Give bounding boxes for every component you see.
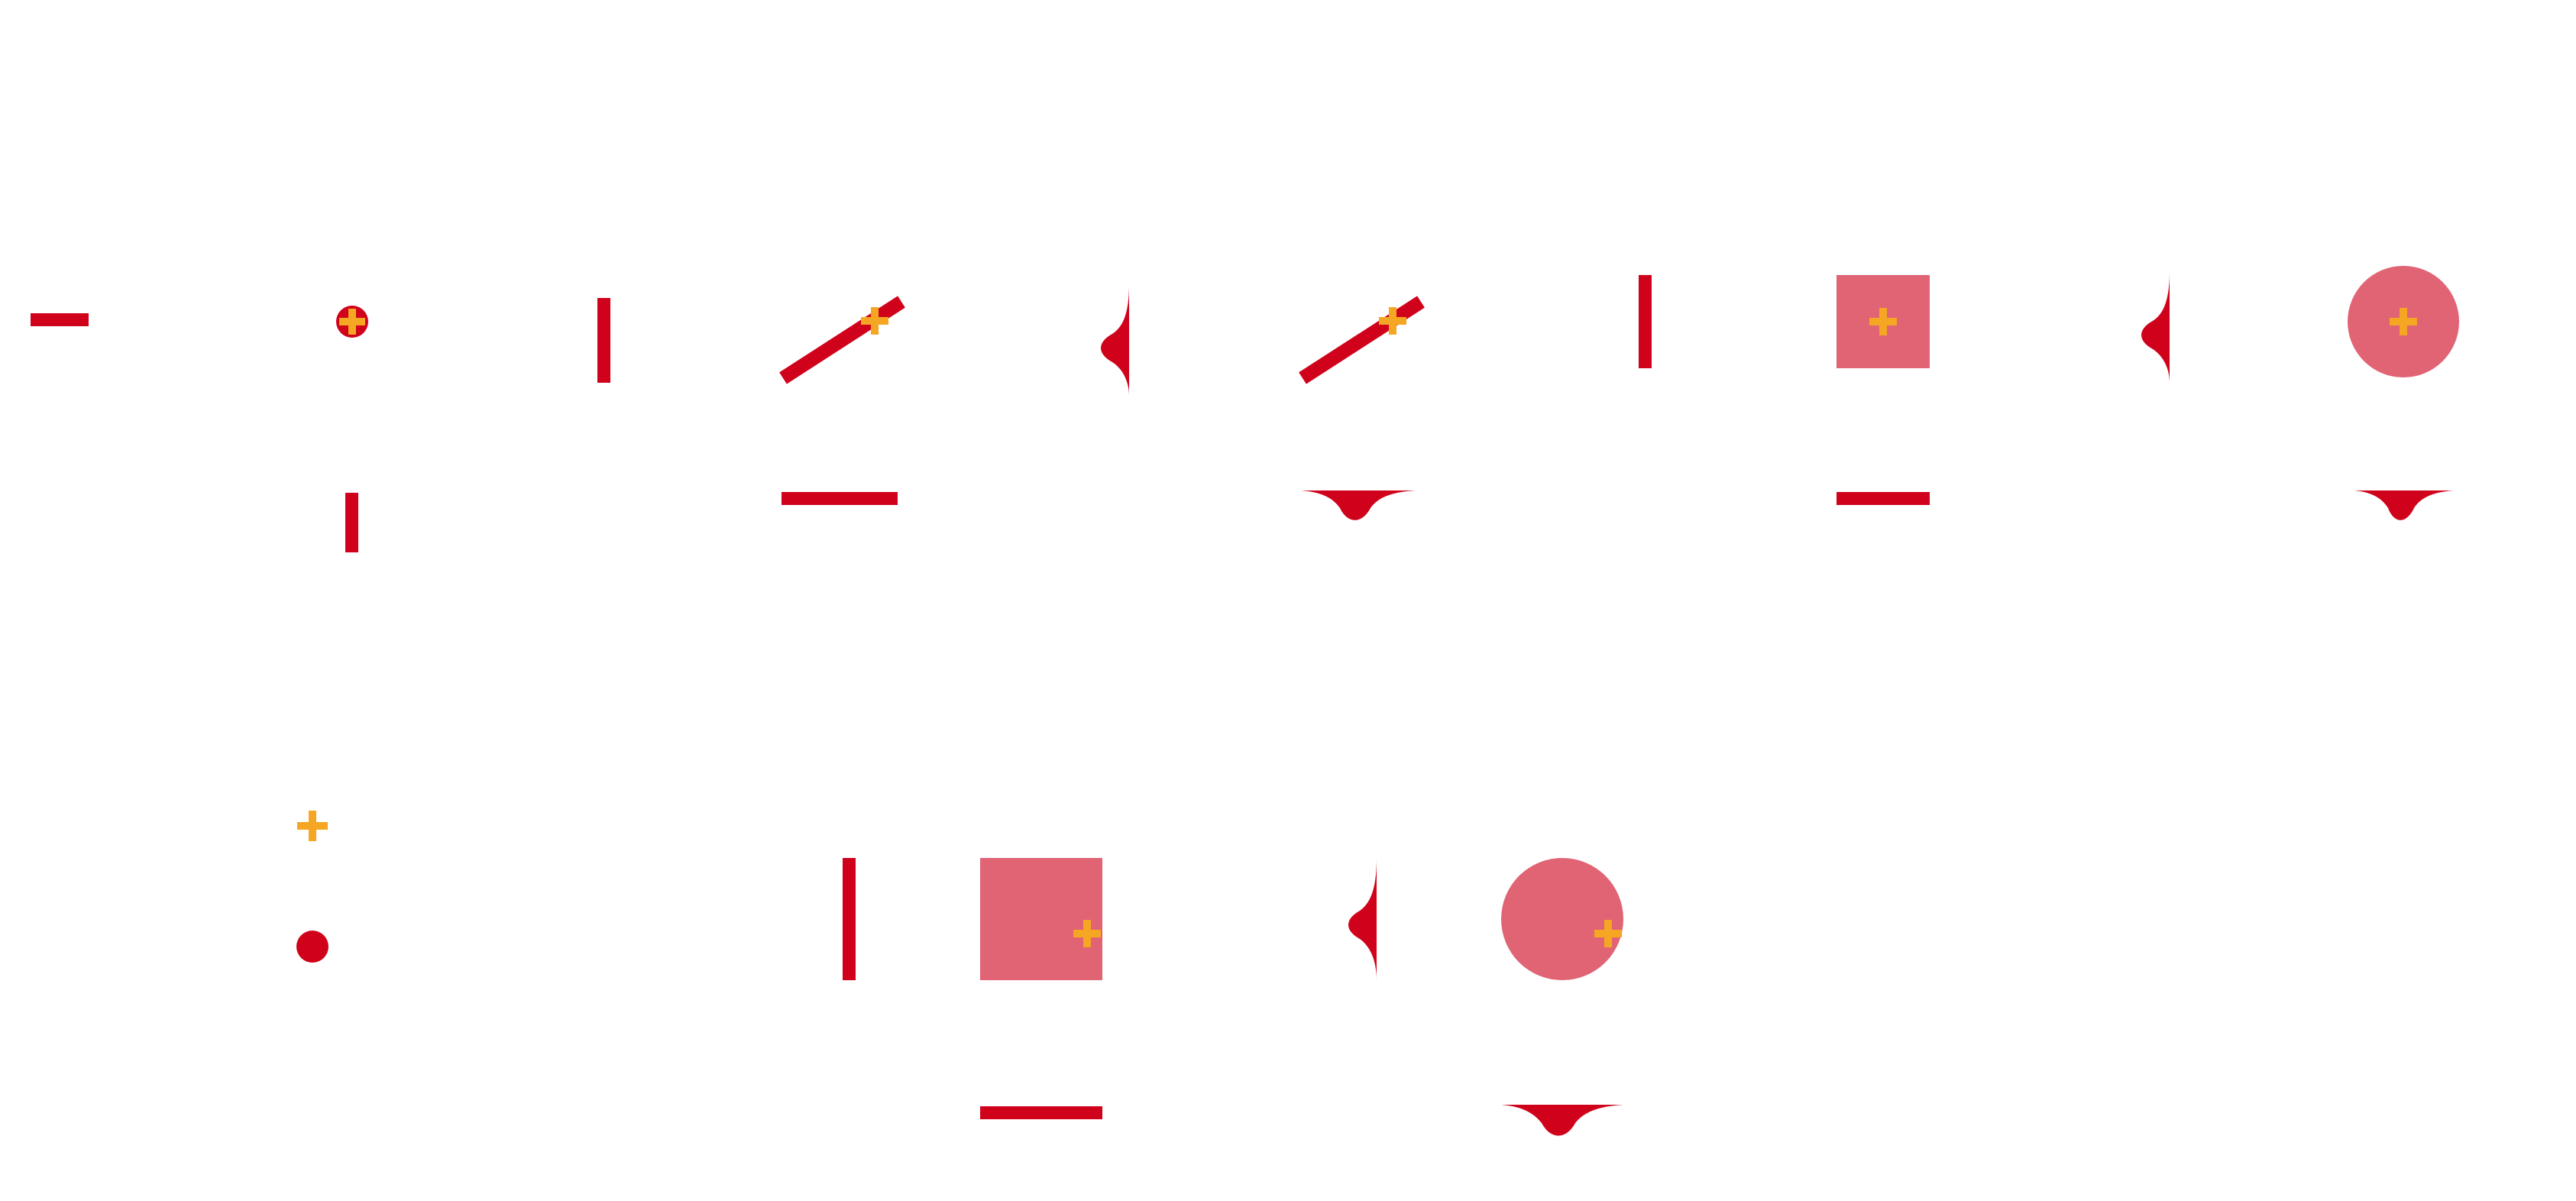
symbol-row-2: [345, 490, 2454, 552]
horizontal-bar-icon: [782, 492, 898, 505]
circle-with-plus-icon: [1501, 858, 1623, 980]
right-half-bell-icon: [2141, 271, 2170, 383]
dot-with-plus-icon: [336, 306, 368, 338]
diagonal-bar-with-plus-icon: [779, 296, 905, 384]
horizontal-bar-icon: [1837, 492, 1930, 505]
vertical-bar-icon: [1639, 275, 1652, 368]
symbol-row-3: [296, 811, 1623, 1136]
bottom-bell-icon: [1501, 1105, 1623, 1136]
symbol-row-1: [31, 266, 2459, 396]
horizontal-bar-icon: [980, 1106, 1102, 1119]
horizontal-bar-icon: [31, 313, 89, 326]
square-with-plus-icon: [980, 858, 1102, 980]
plus-icon: [297, 811, 328, 841]
vertical-bar-icon: [597, 298, 610, 383]
bottom-bell-icon: [2354, 490, 2454, 520]
square-with-plus-icon: [1837, 275, 1930, 368]
dot-icon: [296, 931, 328, 963]
circle-with-plus-icon: [2348, 266, 2459, 377]
vertical-bar-icon: [345, 493, 358, 552]
right-half-bell-icon: [1101, 284, 1129, 396]
vertical-bar-icon: [843, 858, 856, 980]
bottom-bell-icon: [1301, 490, 1416, 520]
right-half-bell-icon: [1348, 858, 1377, 980]
diagonal-bar-with-plus-icon: [1299, 296, 1425, 384]
